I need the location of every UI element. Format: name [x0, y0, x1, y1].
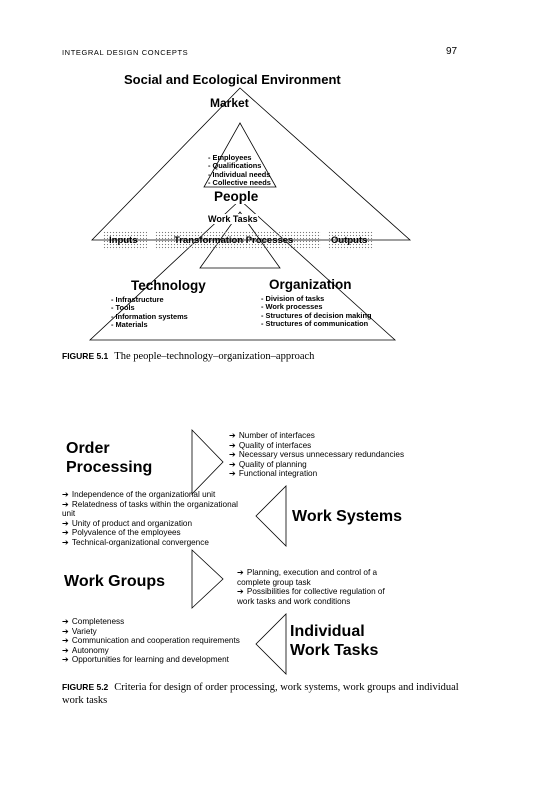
organization-item: - Structures of decision making	[261, 310, 372, 320]
individual-list: ➔Completeness ➔Variety ➔Communication an…	[62, 617, 240, 665]
market-label: Market	[210, 96, 249, 110]
individual-title: Individual Work Tasks	[290, 623, 379, 659]
list-item: ➔Functional integration	[229, 469, 318, 479]
arrow-icon: ➔	[229, 440, 236, 450]
outputs-label: Outputs	[331, 235, 368, 246]
caption-number: FIGURE 5.2	[62, 682, 109, 692]
order-processing-chevron	[191, 429, 224, 495]
technology-item: - Tools	[111, 303, 135, 313]
caption-text: Criteria for design of order processing,…	[62, 682, 459, 706]
list-item-continuation: unit	[62, 509, 76, 519]
list-item: ➔Unity of product and organization	[62, 518, 193, 528]
arrow-icon: ➔	[62, 626, 69, 636]
list-item: ➔Independence of the organizational unit	[62, 490, 216, 499]
organization-item: - Work processes	[261, 302, 323, 312]
figure-5-1-caption: FIGURE 5.1 The people–technology–organiza…	[62, 350, 314, 363]
arrow-icon: ➔	[62, 537, 69, 547]
arrow-icon: ➔	[229, 469, 236, 479]
list-item: ➔Necessary versus unnecessary redundanci…	[229, 450, 405, 460]
running-header: INTEGRAL DESIGN CONCEPTS	[62, 48, 189, 57]
inputs-box	[103, 231, 147, 250]
arrow-icon: ➔	[62, 528, 69, 538]
outputs-box	[328, 231, 373, 250]
page-number: 97	[446, 46, 458, 57]
list-item: ➔Technical-organizational convergence	[62, 537, 209, 547]
organization-list: - Division of tasks - Work processes - S…	[261, 294, 372, 329]
list-item: ➔Relatedness of tasks within the organiz…	[62, 499, 238, 509]
technology-list: - Infrastructure - Tools - Information s…	[111, 295, 188, 330]
individual-chevron	[255, 613, 287, 675]
people-item: - Qualifications	[208, 161, 262, 171]
arrow-icon: ➔	[62, 645, 69, 655]
lower-triangle	[88, 199, 397, 341]
arrow-icon: ➔	[62, 617, 69, 626]
transformation-label: Transformation Processes	[174, 235, 294, 246]
organization-item: - Structures of communication	[261, 319, 369, 329]
people-item: - Employees	[208, 153, 252, 162]
caption-number: FIGURE 5.1	[62, 351, 109, 361]
list-item: ➔Opportunities for learning and developm…	[62, 655, 229, 665]
arrow-icon: ➔	[62, 636, 69, 646]
list-item: ➔Possibilities for collective regulation…	[237, 587, 385, 597]
caption-text: The people–technology–organization–appro…	[114, 351, 315, 362]
arrow-icon: ➔	[62, 518, 69, 528]
people-label: People	[214, 189, 259, 204]
list-item: ➔Variety	[62, 626, 97, 636]
list-item: ➔Autonomy	[62, 645, 109, 655]
work-groups-title: Work Groups	[64, 573, 166, 590]
technology-item: - Materials	[111, 320, 148, 330]
transformation-box	[155, 231, 321, 250]
technology-item: - Infrastructure	[111, 295, 164, 304]
technology-label: Technology	[131, 278, 206, 293]
list-item: ➔Number of interfaces	[229, 431, 315, 440]
technology-item: - Information systems	[111, 311, 188, 321]
work-tasks-label: Work Tasks	[208, 214, 258, 224]
list-item: ➔Completeness	[62, 617, 125, 626]
people-list: - Employees - Qualifications - Individua…	[208, 153, 271, 188]
work-systems-chevron	[255, 485, 287, 547]
inputs-label: Inputs	[109, 235, 138, 246]
arrow-icon: ➔	[229, 459, 236, 469]
list-item-continuation: complete group task	[237, 577, 311, 587]
organization-label: Organization	[269, 277, 352, 292]
arrow-icon: ➔	[229, 431, 236, 440]
people-item: - Individual needs	[208, 169, 271, 179]
arrow-icon: ➔	[229, 450, 236, 460]
work-systems-title: Work Systems	[292, 508, 402, 525]
environment-title: Social and Ecological Environment	[124, 72, 341, 87]
arrow-icon: ➔	[62, 499, 69, 509]
list-item: ➔Polyvalence of the employees	[62, 528, 181, 538]
people-item: - Collective needs	[208, 178, 271, 188]
list-item-continuation: work tasks and work conditions	[237, 596, 351, 606]
order-processing-title: Order Processing	[66, 440, 153, 476]
arrow-icon: ➔	[62, 490, 69, 499]
arrow-icon: ➔	[62, 655, 69, 665]
order-processing-list: ➔Number of interfaces ➔Quality of interf…	[229, 431, 404, 479]
list-item: ➔Planning, execution and control of a	[237, 568, 378, 577]
work-groups-chevron	[191, 549, 224, 609]
list-item: ➔Communication and cooperation requireme…	[62, 636, 240, 646]
inner-apex-triangle	[203, 122, 277, 188]
organization-item: - Division of tasks	[261, 294, 325, 303]
list-item: ➔Quality of planning	[229, 459, 307, 469]
work-groups-list: ➔Planning, execution and control of a co…	[237, 568, 385, 606]
work-systems-list: ➔Independence of the organizational unit…	[62, 490, 238, 548]
list-item: ➔Quality of interfaces	[229, 440, 312, 450]
arrow-icon: ➔	[237, 587, 244, 597]
arrow-icon: ➔	[237, 568, 244, 577]
